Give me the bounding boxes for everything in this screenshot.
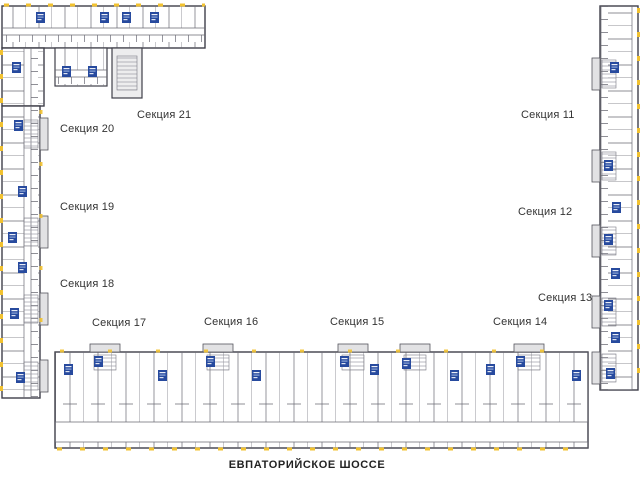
section-label-13: Секция 13 (538, 292, 593, 304)
section-label-16: Секция 16 (204, 316, 259, 328)
section-label-21: Секция 21 (137, 109, 192, 121)
street-name-label: ЕВПАТОРИЙСКОЕ ШОССЕ (228, 459, 386, 471)
section-label-14: Секция 14 (493, 316, 548, 328)
section-label-17: Секция 17 (92, 317, 147, 329)
section-label-11: Секция 11 (521, 109, 575, 121)
section-label-18: Секция 18 (60, 278, 115, 290)
wing-right (591, 5, 639, 391)
section-label-15: Секция 15 (330, 316, 385, 328)
section-label-12: Секция 12 (518, 206, 573, 218)
section-label-19: Секция 19 (60, 201, 115, 213)
balcony-marks (0, 3, 640, 451)
section-label-20: Секция 20 (60, 123, 115, 135)
wing-bottom (54, 343, 589, 449)
wing-left (1, 105, 49, 399)
